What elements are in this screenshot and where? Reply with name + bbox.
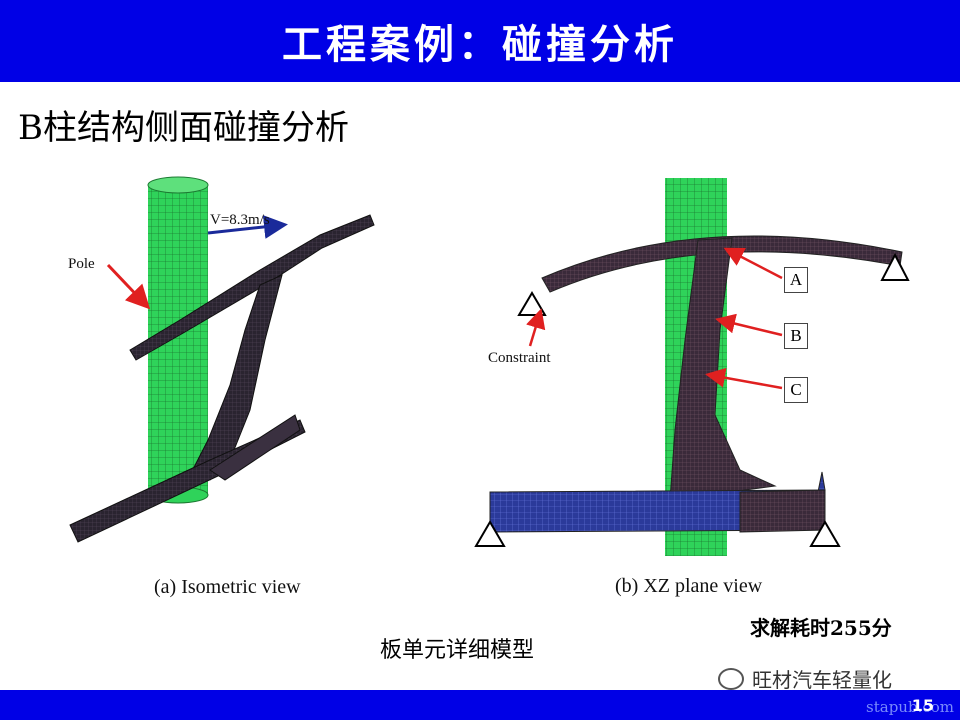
constraint-right-bottom bbox=[809, 520, 841, 547]
point-c-label: C bbox=[784, 377, 808, 403]
constraint-left-bottom bbox=[474, 520, 506, 547]
figure-a-caption: (a) Isometric view bbox=[154, 576, 301, 598]
b-pillar bbox=[669, 237, 777, 501]
solve-time-caption: 求解耗时255分 bbox=[750, 616, 892, 640]
figure-b-caption: (b) XZ plane view bbox=[615, 575, 763, 597]
constraint-left-top bbox=[517, 291, 547, 316]
figure-isometric: Pole V=8.3m/s (a) Isometric view bbox=[60, 170, 390, 610]
model-caption: 板单元详细模型 bbox=[380, 638, 535, 663]
constraint-label: Constraint bbox=[488, 350, 551, 366]
bottom-bar bbox=[0, 690, 960, 720]
xz-plane-mesh-illustration bbox=[474, 178, 910, 556]
constraint-right-top bbox=[880, 252, 910, 281]
point-b-label: B bbox=[784, 323, 808, 349]
slide-title: 工程案例：碰撞分析 bbox=[282, 21, 678, 68]
velocity-label: V=8.3m/s bbox=[210, 212, 270, 228]
watermark-text: 旺材汽车轻量化 bbox=[752, 668, 892, 692]
url-watermark: stapub.com bbox=[866, 698, 954, 716]
title-bar bbox=[0, 0, 960, 82]
slide-subtitle: B柱结构侧面碰撞分析 bbox=[18, 108, 349, 148]
watermark: 旺材汽车轻量化 bbox=[718, 664, 892, 693]
pole-label: Pole bbox=[68, 256, 95, 272]
isometric-mesh-illustration bbox=[69, 176, 375, 543]
wechat-icon bbox=[718, 667, 744, 690]
point-a-label: A bbox=[784, 267, 808, 293]
figure-xz-plane: Constraint A B C (b) XZ plane view bbox=[470, 170, 920, 610]
roof-rail bbox=[129, 214, 375, 361]
page-number: 15 bbox=[911, 696, 934, 715]
